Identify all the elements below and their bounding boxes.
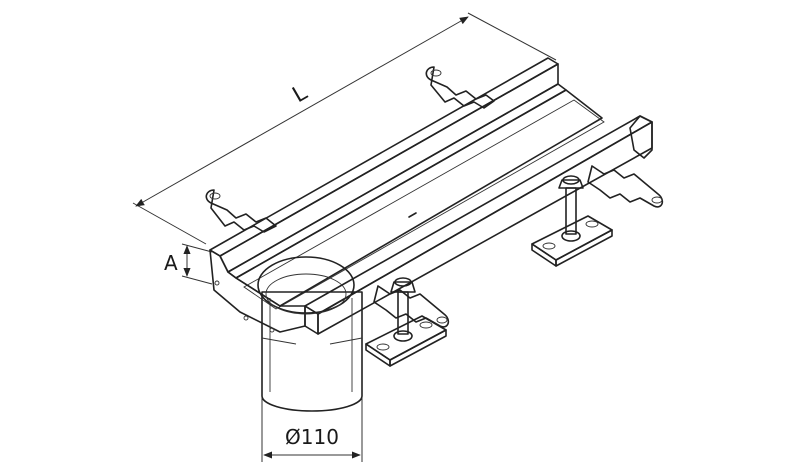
outlet-pipe — [257, 256, 363, 412]
adjustable-foot-right — [531, 175, 613, 267]
drain-channel-body — [209, 57, 653, 335]
front-mounting-bracket-right — [587, 165, 664, 208]
diameter-dimension: Ø110 — [261, 398, 363, 462]
adjustable-foot-left — [365, 277, 447, 367]
length-dimension: L — [132, 12, 557, 245]
rear-mounting-bracket-right — [425, 66, 495, 109]
height-dimension: A — [164, 243, 213, 285]
front-mounting-bracket-left — [373, 285, 450, 328]
rear-mounting-bracket-left — [205, 189, 277, 233]
height-label: A — [164, 251, 178, 275]
diameter-label: Ø110 — [285, 425, 339, 449]
length-label: L — [289, 80, 313, 108]
